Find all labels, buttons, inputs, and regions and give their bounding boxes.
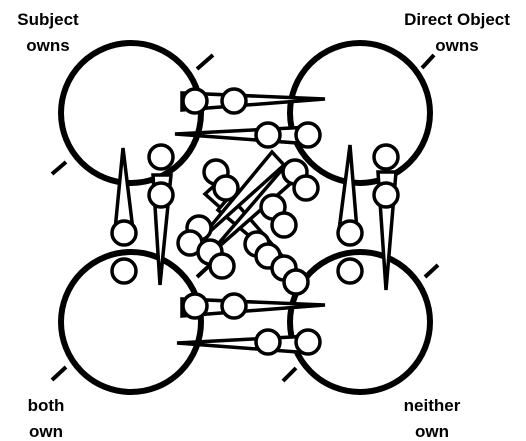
token-pair — [196, 238, 236, 280]
label-top-right-line1: Direct Object — [404, 10, 510, 29]
token-pair — [254, 328, 322, 356]
label-bottom-left: both own — [28, 396, 65, 441]
label-bottom-right-line1: neither — [404, 396, 461, 415]
label-top-right: Direct Object owns — [404, 10, 510, 55]
token-pair — [110, 219, 138, 285]
label-top-left-line1: Subject — [17, 10, 79, 29]
circle-ticks — [50, 53, 440, 383]
token-pair — [281, 158, 320, 202]
token-pair — [147, 143, 175, 209]
token-pair — [270, 254, 310, 296]
label-top-right-line2: owns — [435, 36, 478, 55]
label-bottom-left-line2: own — [29, 422, 63, 441]
token-pair — [202, 158, 240, 202]
label-bottom-right: neither own — [404, 396, 461, 441]
token-pair — [181, 87, 248, 115]
token-pair — [336, 219, 364, 285]
state-neither-own — [287, 249, 433, 395]
label-bottom-right-line2: own — [415, 422, 449, 441]
state-both-own — [58, 249, 204, 395]
label-top-left: Subject owns — [17, 10, 79, 55]
token-pair — [259, 193, 298, 239]
state-direct-object-owns — [287, 40, 433, 186]
token-pair — [372, 143, 400, 209]
token-pair — [181, 292, 248, 320]
label-top-left-line2: owns — [26, 36, 69, 55]
label-bottom-left-line1: both — [28, 396, 65, 415]
state-subject-owns — [58, 40, 204, 186]
token-pair — [254, 121, 322, 149]
